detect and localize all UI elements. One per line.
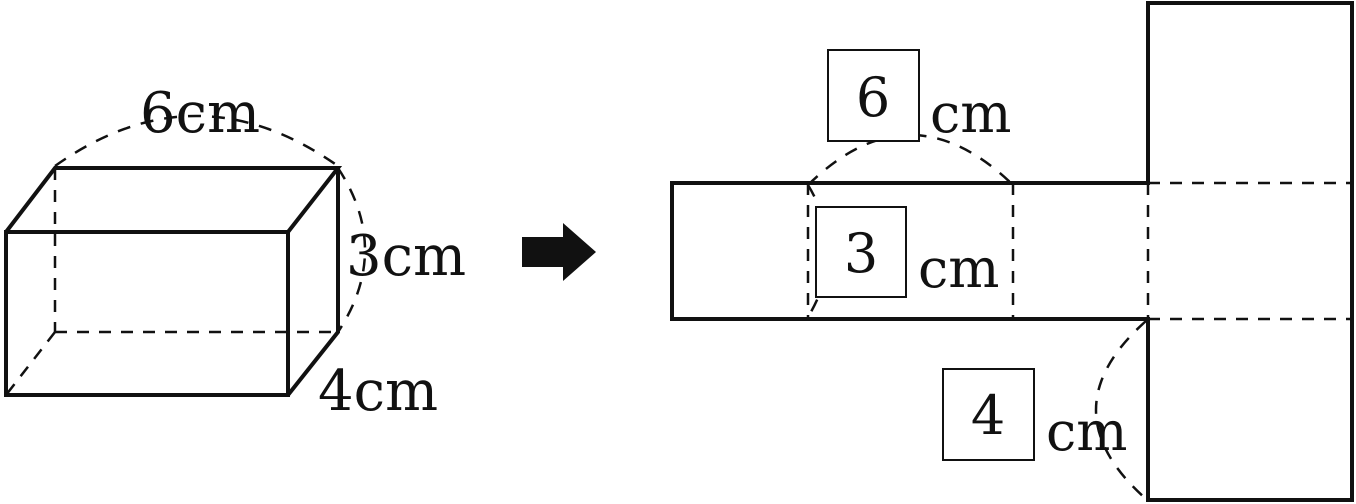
length-label: 6cm: [140, 81, 260, 146]
top-face-edges: [4, 166, 343, 234]
net-length-arc: [807, 133, 1014, 186]
net-width-arc: [1094, 320, 1147, 500]
net-height-arc: [806, 184, 830, 318]
length-box-value: 6: [856, 66, 890, 129]
height-answer-box: [815, 206, 907, 298]
right-arrow-icon: [522, 223, 596, 281]
height-unit: cm: [918, 237, 999, 300]
front-face: [4, 230, 290, 397]
rectangular-prism: 6cm 3cm 4cm: [4, 81, 466, 424]
net-outline: [670, 1, 1354, 502]
hidden-edge-diagonal: [5, 331, 56, 396]
length-dimension-arc: [54, 114, 339, 168]
length-answer-box: [827, 49, 920, 142]
height-box-value: 3: [844, 222, 878, 285]
width-box-value: 4: [971, 384, 1005, 447]
height-dimension-arc: [336, 167, 367, 333]
width-label: 4cm: [318, 359, 438, 424]
height-label: 3cm: [346, 224, 466, 289]
width-answer-box: [942, 368, 1035, 461]
prism-net: 6 cm 3 cm 4 cm: [670, 1, 1354, 502]
length-unit: cm: [930, 82, 1011, 145]
width-unit: cm: [1046, 400, 1127, 463]
